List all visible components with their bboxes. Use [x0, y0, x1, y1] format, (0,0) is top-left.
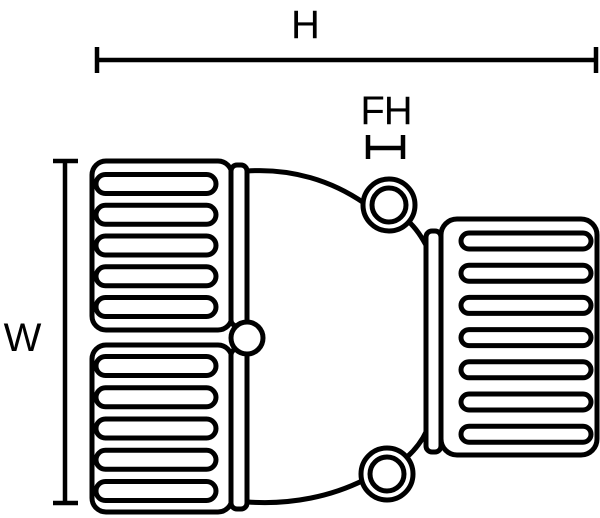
dimension-w-label: W: [4, 316, 42, 360]
corrugated-block-top-left: [89, 158, 250, 333]
block-end-cap: [228, 346, 250, 512]
grommet-bottom-inner-ring: [367, 454, 407, 494]
corrugated-block-right: [423, 216, 600, 458]
dimension-fh: FH: [360, 89, 413, 159]
rib-group: [93, 172, 219, 319]
rib-group: [458, 230, 594, 445]
grommet-top: [360, 176, 418, 234]
corrugation-rib: [458, 327, 594, 349]
corrugation-rib: [93, 264, 219, 289]
corrugation-rib: [93, 354, 219, 378]
corrugation-rib: [93, 172, 219, 196]
block-end-cap: [228, 162, 250, 329]
dimension-w: W: [4, 158, 78, 506]
dimension-h: H: [94, 3, 599, 73]
corrugation-rib: [93, 385, 219, 410]
corrugation-rib: [458, 230, 594, 252]
dimension-fh-label: FH: [360, 89, 411, 133]
corrugated-block-bottom-left: [89, 342, 250, 515]
corrugation-rib: [458, 294, 594, 316]
grommet-bottom: [358, 445, 416, 503]
dimension-h-label: H: [291, 3, 319, 47]
corrugation-rib: [93, 233, 219, 258]
tube-curve-bottom-left: [245, 477, 367, 506]
corrugation-rib: [458, 423, 594, 445]
corrugation-rib: [93, 479, 219, 503]
corrugation-rib: [93, 416, 219, 441]
corrugation-rib: [93, 295, 219, 319]
tube-curve-top-left: [244, 168, 367, 206]
corrugation-rib: [458, 262, 594, 284]
corrugation-rib: [458, 391, 594, 413]
corrugation-rib: [93, 202, 219, 227]
corrugation-rib: [458, 359, 594, 381]
grommet-top-inner-ring: [369, 185, 409, 225]
rib-group: [93, 354, 219, 503]
corrugation-rib: [93, 447, 219, 472]
latch-bump: [228, 319, 266, 357]
